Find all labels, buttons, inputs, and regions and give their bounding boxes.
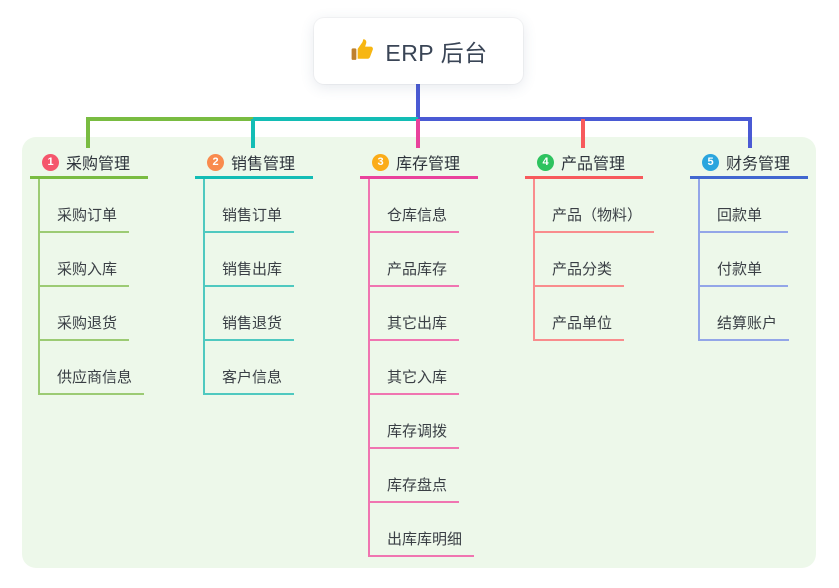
branch-header-3[interactable]: 3 库存管理: [360, 148, 478, 179]
connector-drop-3: [416, 119, 420, 148]
branch-index-badge: 5: [702, 153, 719, 171]
connector-drop-4: [581, 119, 585, 148]
mindmap-node[interactable]: 产品单位: [535, 287, 625, 341]
branch-header-5[interactable]: 5 财务管理: [690, 148, 808, 179]
mindmap-node[interactable]: 出库库明细: [370, 503, 475, 557]
mindmap-node-label: 仓库信息: [387, 207, 448, 224]
mindmap-node[interactable]: 结算账户: [700, 287, 790, 341]
mindmap-node-label: 库存调拨: [387, 423, 448, 440]
mindmap-node[interactable]: 仓库信息: [370, 179, 460, 233]
mindmap-node[interactable]: 其它出库: [370, 287, 460, 341]
mindmap-node[interactable]: 客户信息: [205, 341, 295, 395]
mindmap-node-label: 采购订单: [57, 207, 118, 224]
mindmap-node-label: 采购退货: [57, 315, 118, 332]
mindmap-node-label: 采购入库: [57, 261, 118, 278]
mindmap-node[interactable]: 采购入库: [40, 233, 130, 287]
mindmap-node-label: 其它出库: [387, 315, 448, 332]
mindmap-node[interactable]: 采购订单: [40, 179, 130, 233]
branch-label: 库存管理: [396, 156, 461, 173]
mindmap-node[interactable]: 付款单: [700, 233, 788, 287]
connector-bus-segment-3: [418, 117, 752, 121]
connector-drop-5: [748, 119, 752, 148]
mindmap-node-label: 产品库存: [387, 261, 448, 278]
connector-drop-2: [251, 119, 255, 148]
branch-销售管理: 2 销售管理销售订单销售出库销售退货客户信息: [195, 148, 313, 395]
branch-items: 仓库信息产品库存其它出库其它入库库存调拨库存盘点出库库明细: [368, 179, 475, 557]
mindmap-node-label: 产品单位: [552, 315, 613, 332]
mindmap-node[interactable]: 其它入库: [370, 341, 460, 395]
branch-财务管理: 5 财务管理回款单付款单结算账户: [690, 148, 808, 341]
mindmap-node-label: 出库库明细: [387, 531, 463, 548]
mindmap-node-label: 供应商信息: [57, 369, 133, 386]
branch-items: 回款单付款单结算账户: [698, 179, 790, 341]
mindmap-node-label: 结算账户: [717, 315, 778, 332]
mindmap-node[interactable]: 产品库存: [370, 233, 460, 287]
mindmap-node-label: 销售退货: [222, 315, 283, 332]
thumbs-up-icon: [349, 38, 375, 64]
mindmap-node[interactable]: 库存盘点: [370, 449, 460, 503]
branch-label: 销售管理: [231, 156, 296, 173]
branch-header-2[interactable]: 2 销售管理: [195, 148, 313, 179]
mindmap-node[interactable]: 销售出库: [205, 233, 295, 287]
mindmap-node-label: 销售出库: [222, 261, 283, 278]
mindmap-node[interactable]: 销售退货: [205, 287, 295, 341]
mindmap-node-label: 库存盘点: [387, 477, 448, 494]
branch-产品管理: 4 产品管理产品（物料） 产品分类产品单位: [525, 148, 655, 341]
mindmap-node[interactable]: 产品（物料）: [535, 179, 655, 233]
mindmap-node-label: 销售订单: [222, 207, 283, 224]
branch-label: 产品管理: [561, 156, 626, 173]
branch-采购管理: 1 采购管理采购订单采购入库采购退货供应商信息: [30, 148, 148, 395]
branch-label: 采购管理: [66, 156, 131, 173]
branches-panel: [22, 137, 816, 568]
connector-bus-segment-2: [253, 117, 418, 121]
mindmap-node-label: 客户信息: [222, 369, 283, 386]
root-label: ERP 后台: [385, 40, 488, 66]
root-node[interactable]: ERP 后台: [314, 18, 523, 84]
branch-header-1[interactable]: 1 采购管理: [30, 148, 148, 179]
mindmap-node-label: 付款单: [717, 261, 763, 278]
branch-index-badge: 4: [537, 153, 554, 171]
mindmap-node[interactable]: 产品分类: [535, 233, 625, 287]
connector-bus-segment-1: [86, 117, 253, 121]
mindmap-node-label: 产品分类: [552, 261, 613, 278]
branch-index-badge: 3: [372, 153, 389, 171]
mindmap-node[interactable]: 供应商信息: [40, 341, 145, 395]
branch-items: 销售订单销售出库销售退货客户信息: [203, 179, 295, 395]
mindmap-node[interactable]: 销售订单: [205, 179, 295, 233]
branch-库存管理: 3 库存管理仓库信息产品库存其它出库其它入库库存调拨库存盘点出库库明细: [360, 148, 478, 557]
branch-header-4[interactable]: 4 产品管理: [525, 148, 643, 179]
mindmap-node[interactable]: 库存调拨: [370, 395, 460, 449]
mindmap-node-label: 回款单: [717, 207, 763, 224]
connector-root-stem: [416, 84, 420, 119]
mindmap-node-label: 其它入库: [387, 369, 448, 386]
branch-label: 财务管理: [726, 156, 791, 173]
branch-items: 采购订单采购入库采购退货供应商信息: [38, 179, 145, 395]
branch-index-badge: 1: [42, 153, 59, 171]
mindmap-node-label: 产品（物料）: [552, 207, 643, 224]
connector-drop-1: [86, 119, 90, 148]
mindmap-node[interactable]: 回款单: [700, 179, 788, 233]
branch-index-badge: 2: [207, 153, 224, 171]
branch-items: 产品（物料） 产品分类产品单位: [533, 179, 655, 341]
mindmap-node[interactable]: 采购退货: [40, 287, 130, 341]
